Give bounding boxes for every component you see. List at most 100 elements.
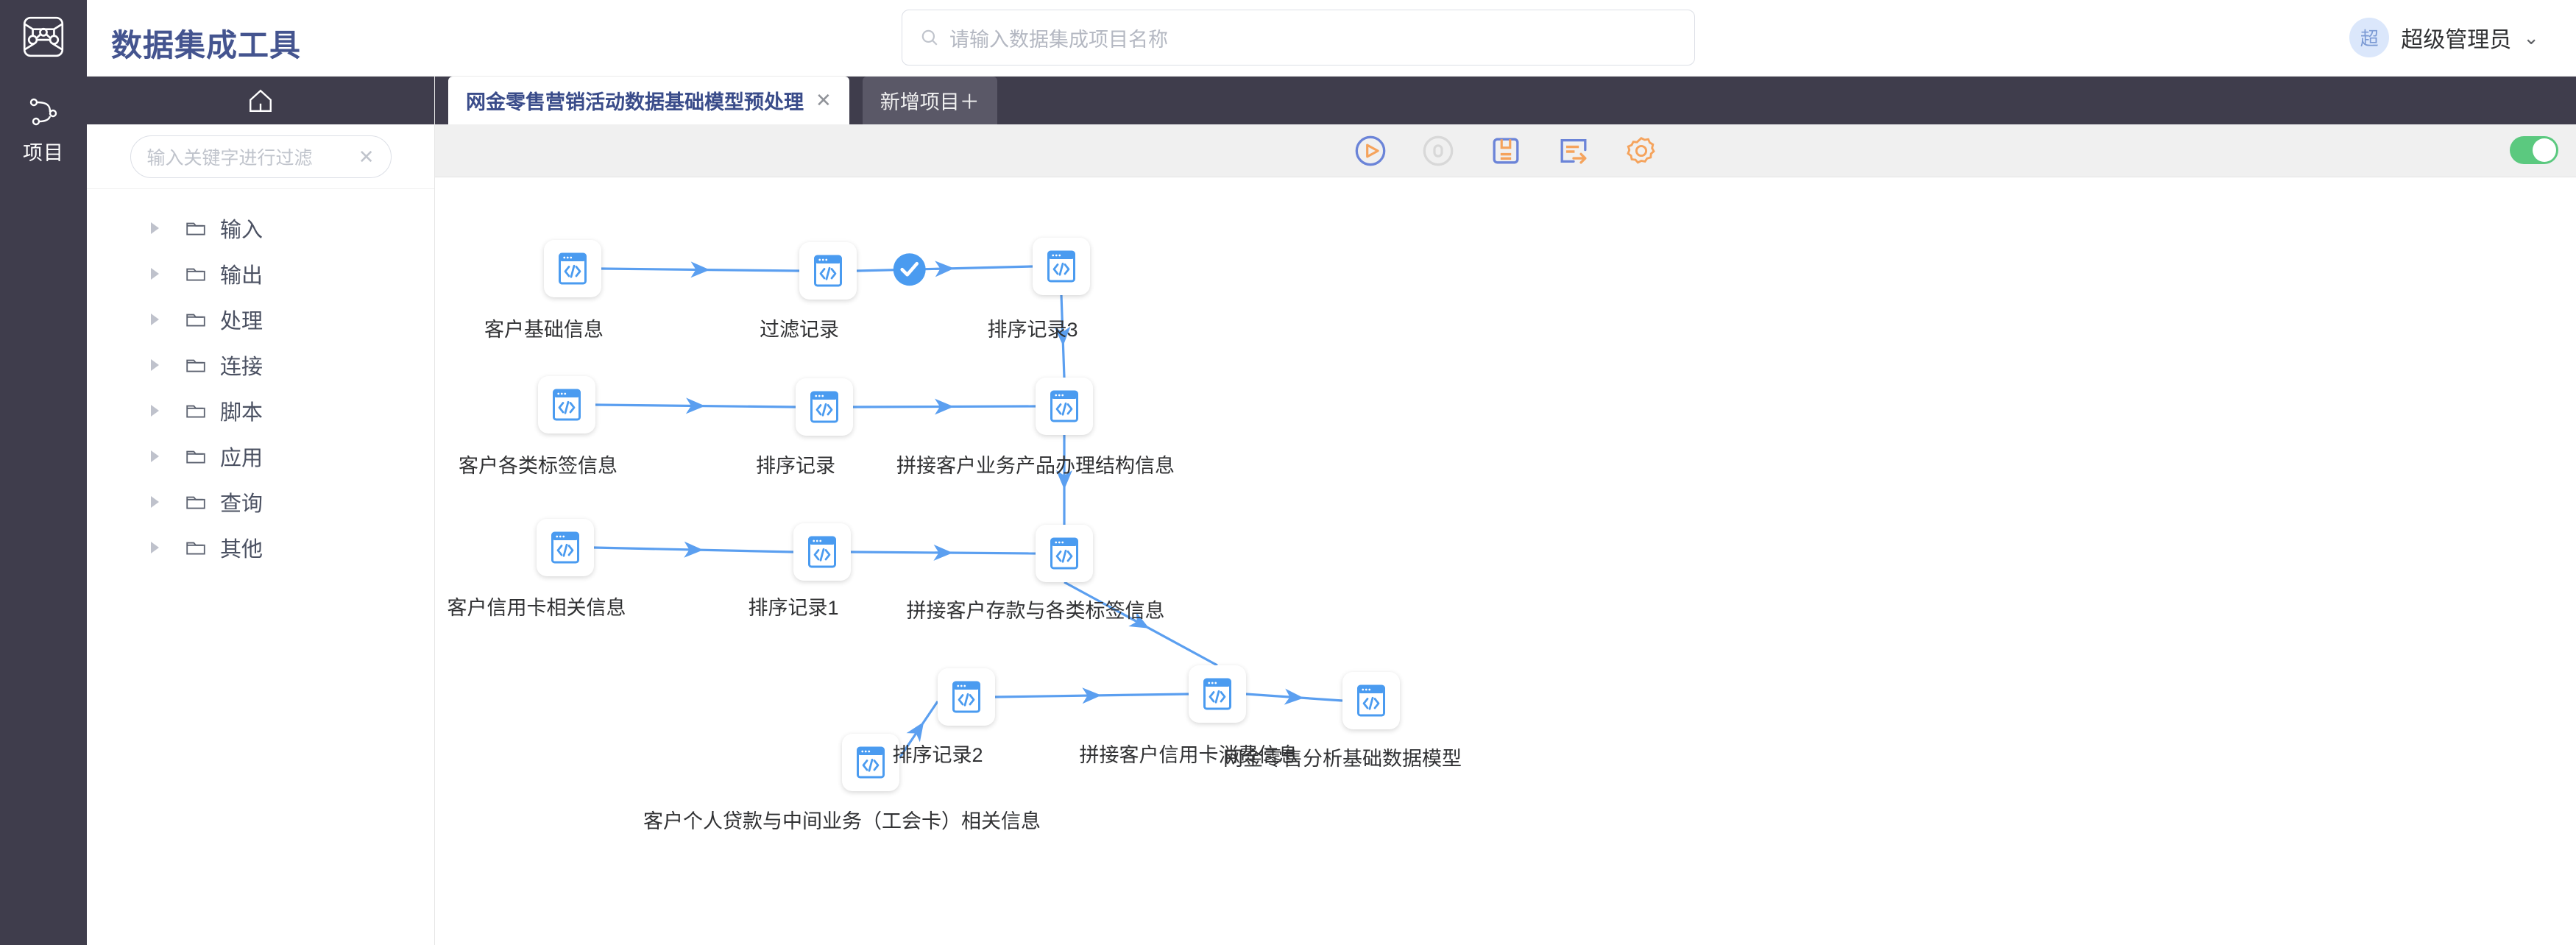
flow-node[interactable] [1036,378,1093,435]
flow-node[interactable] [538,376,595,433]
code-window-icon [857,746,885,779]
page-title: 数据集成工具 [111,28,302,63]
edge-arrow-icon [690,261,710,278]
chevron-right-icon[interactable] [151,496,159,508]
flow-node[interactable] [1342,672,1400,729]
code-window-icon [551,531,579,564]
folder-icon [186,359,205,372]
canvas-toolbar [435,124,2576,177]
close-icon[interactable]: ✕ [815,89,832,111]
run-button[interactable] [1354,134,1387,168]
chevron-right-icon[interactable] [151,314,159,325]
flow-node[interactable] [1033,238,1090,295]
component-tree: 输入输出处理连接脚本应用查询其他 [87,189,434,570]
flow-node[interactable] [799,242,857,300]
edge-arrow-icon [934,398,954,415]
folder-icon [186,314,205,327]
filter-input[interactable]: 输入关键字进行过滤 ✕ [130,135,392,178]
flow-node[interactable] [537,519,594,576]
edge-arrow-icon [1128,612,1150,629]
filter-placeholder: 输入关键字进行过滤 [146,147,313,169]
chevron-right-icon[interactable] [151,405,159,417]
toggle-knob [2533,138,2556,162]
home-icon[interactable] [246,86,275,116]
chevron-right-icon[interactable] [151,268,159,280]
flow-node-label: 客户个人贷款与中间业务（工会卡）相关信息 [643,810,1041,832]
flow-node[interactable] [938,668,995,726]
flow-node[interactable] [793,523,851,581]
check-circle-icon[interactable] [893,253,926,286]
folder-icon [186,496,205,509]
tree-item[interactable]: 查询 [87,479,434,525]
search-input[interactable]: 请输入数据集成项目名称 [949,28,1168,51]
tree-item[interactable]: 连接 [87,342,434,388]
flow-node-label: 客户各类标签信息 [459,455,618,477]
code-window-icon [1203,678,1231,710]
chevron-right-icon[interactable] [151,450,159,462]
sidebar-home-bar [87,77,434,124]
chevron-down-icon[interactable]: ⌄ [2523,26,2539,49]
search-icon [921,29,938,46]
close-icon[interactable]: ✕ [358,145,375,168]
code-window-icon [814,255,842,287]
flow-node-label: 过滤记录 [760,319,839,341]
sidebar-item-projects[interactable]: 项目 [0,94,87,166]
code-window-icon [1357,684,1385,717]
user-menu[interactable]: 超 超级管理员 ⌄ [2349,16,2539,59]
tree-item-label: 处理 [220,310,263,333]
user-name: 超级管理员 [2401,28,2512,52]
edge-arrow-icon [685,397,705,414]
flow-node-label: 拼接客户业务产品办理结构信息 [896,455,1175,477]
tab-1[interactable]: 网金零售营销活动数据基础模型预处理✕ [448,77,849,124]
edge-arrow-icon [684,541,704,558]
flow-node[interactable] [796,378,853,436]
tab-label: 新增项目＋ [880,91,980,113]
flow-node-label: 排序记录3 [987,319,1078,341]
tab-bar: 网金零售营销活动数据基础模型预处理✕ 新增项目＋ [435,77,2576,124]
tree-item[interactable]: 其他 [87,525,434,570]
search-box[interactable]: 请输入数据集成项目名称 [902,10,1695,66]
filter-row: 输入关键字进行过滤 ✕ [87,124,434,189]
flow-edges [593,253,1343,759]
tree-item-label: 查询 [220,492,263,516]
edge-arrow-icon [935,261,955,277]
flow-node[interactable] [842,734,899,791]
tree-item-label: 其他 [220,538,263,562]
tree-item[interactable]: 处理 [87,297,434,342]
stop-button[interactable] [1421,134,1455,168]
save-button[interactable] [1489,134,1523,168]
tab-2[interactable]: 新增项目＋ [862,77,997,124]
tree-item-label: 输出 [220,264,263,288]
app-logo[interactable] [10,6,77,68]
flow-node-label: 网金零售分析基础数据模型 [1223,748,1462,770]
folder-icon [186,222,205,236]
flow-node[interactable] [1189,665,1246,723]
chevron-right-icon[interactable] [151,359,159,371]
edge-arrow-icon [1082,687,1102,704]
code-window-icon [1047,250,1075,283]
code-window-icon [810,391,838,423]
flow-node-label: 拼接客户存款与各类标签信息 [906,600,1165,622]
canvas-toggle[interactable] [2510,136,2558,164]
export-button[interactable] [1557,134,1590,168]
chevron-right-icon[interactable] [151,542,159,553]
edge-arrow-icon [1056,470,1072,489]
flow-node[interactable] [544,240,601,297]
tree-item[interactable]: 输入 [87,205,434,251]
folder-icon [186,542,205,555]
avatar: 超 [2349,18,2390,57]
settings-button[interactable] [1624,134,1658,168]
tree-item[interactable]: 应用 [87,433,434,479]
code-window-icon [553,389,581,421]
chevron-right-icon[interactable] [151,222,159,234]
tree-item[interactable]: 脚本 [87,388,434,433]
tree-item[interactable]: 输出 [87,251,434,297]
code-window-icon [952,681,980,713]
flow-node[interactable] [1036,525,1093,582]
folder-icon [186,405,205,418]
flow-node-label: 排序记录 [756,455,835,477]
sidebar-panel: 输入关键字进行过滤 ✕ 输入输出处理连接脚本应用查询其他 [87,77,435,945]
code-window-icon [559,252,587,285]
edge-arrow-icon [906,721,924,743]
